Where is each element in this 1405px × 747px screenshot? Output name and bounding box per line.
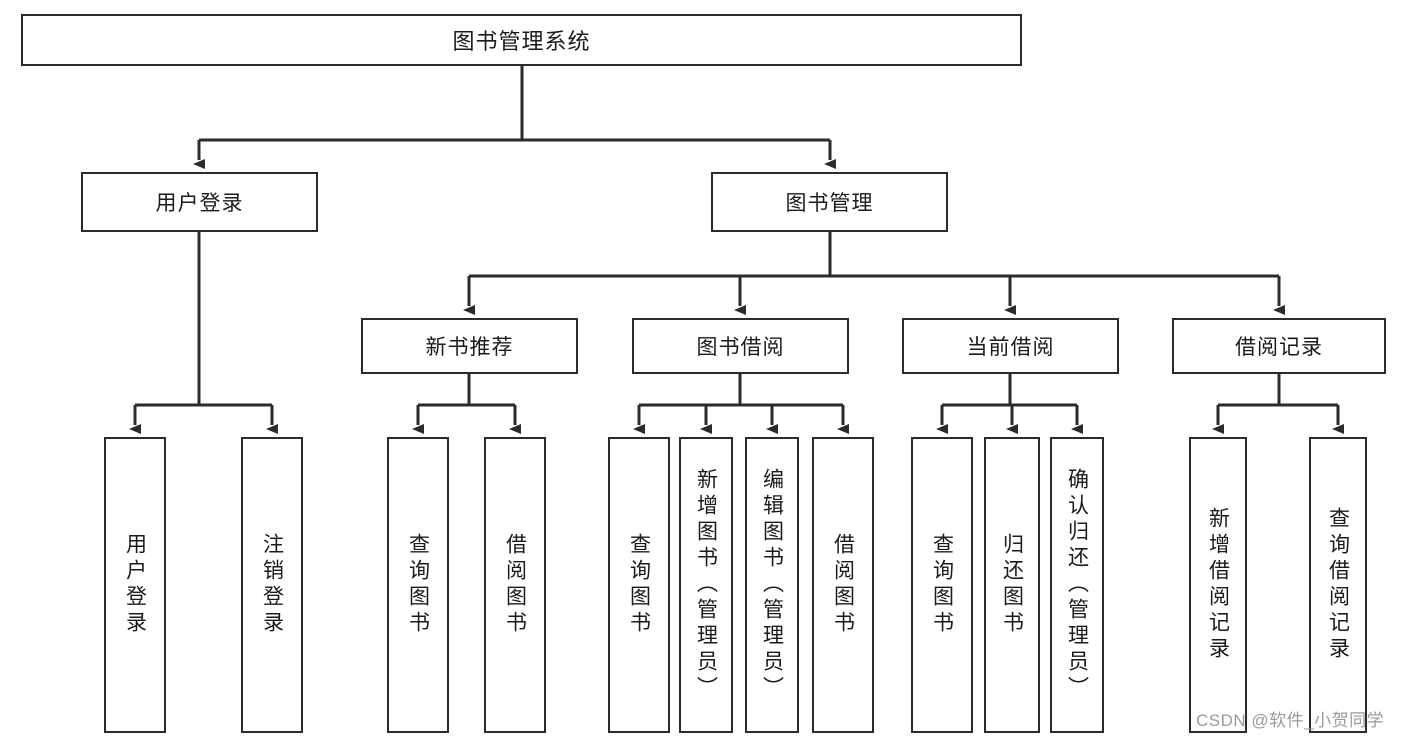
node-leaf-user-login[interactable]: 用户登录 xyxy=(104,437,166,733)
node-new-book-recommend-label: 新书推荐 xyxy=(425,336,514,359)
watermark: CSDN @软件_小贺同学 xyxy=(1196,711,1385,730)
node-leaf-query-borrow-record[interactable]: 查询借阅记录 xyxy=(1309,437,1367,733)
node-book-management[interactable]: 图书管理 xyxy=(711,172,948,232)
node-borrow-record-label: 借阅记录 xyxy=(1235,336,1323,359)
node-leaf-query-borrow-record-label: 查询借阅记录 xyxy=(1326,507,1350,663)
node-leaf-query-book-current[interactable]: 查询图书 xyxy=(911,437,973,733)
node-leaf-query-book-borrow[interactable]: 查询图书 xyxy=(608,437,670,733)
node-book-borrow-label: 图书借阅 xyxy=(696,336,785,359)
node-leaf-user-login-label: 用户登录 xyxy=(123,533,147,637)
node-user-login-label: 用户登录 xyxy=(155,192,244,215)
node-root[interactable]: 图书管理系统 xyxy=(21,14,1022,66)
node-leaf-add-borrow-record-label: 新增借阅记录 xyxy=(1206,507,1230,663)
node-leaf-add-borrow-record[interactable]: 新增借阅记录 xyxy=(1189,437,1247,733)
node-leaf-confirm-return-admin[interactable]: 确认归还（管理员） xyxy=(1050,437,1104,733)
node-leaf-borrow-book[interactable]: 借阅图书 xyxy=(812,437,874,733)
node-leaf-query-book-borrow-label: 查询图书 xyxy=(627,533,651,637)
node-leaf-confirm-return-admin-label: 确认归还（管理员） xyxy=(1065,468,1089,702)
node-current-borrow-label: 当前借阅 xyxy=(966,336,1055,359)
node-new-book-recommend[interactable]: 新书推荐 xyxy=(361,318,578,374)
node-leaf-return-book-label: 归还图书 xyxy=(1000,533,1024,637)
node-book-management-label: 图书管理 xyxy=(785,192,874,215)
node-leaf-logout-login[interactable]: 注销登录 xyxy=(241,437,303,733)
node-leaf-logout-login-label: 注销登录 xyxy=(260,533,284,637)
node-leaf-edit-book-admin-label: 编辑图书（管理员） xyxy=(760,468,784,702)
node-root-label: 图书管理系统 xyxy=(452,29,591,54)
node-borrow-record[interactable]: 借阅记录 xyxy=(1172,318,1386,374)
node-leaf-return-book[interactable]: 归还图书 xyxy=(984,437,1040,733)
node-leaf-add-book-admin-label: 新增图书（管理员） xyxy=(694,468,718,702)
node-leaf-query-book-current-label: 查询图书 xyxy=(930,533,954,637)
node-current-borrow[interactable]: 当前借阅 xyxy=(902,318,1119,374)
node-leaf-borrow-book-label: 借阅图书 xyxy=(831,533,855,637)
node-leaf-query-book-rec-label: 查询图书 xyxy=(406,533,430,637)
node-leaf-borrow-book-rec[interactable]: 借阅图书 xyxy=(484,437,546,733)
node-leaf-borrow-book-rec-label: 借阅图书 xyxy=(503,533,527,637)
node-user-login[interactable]: 用户登录 xyxy=(81,172,318,232)
node-leaf-query-book-rec[interactable]: 查询图书 xyxy=(387,437,449,733)
node-book-borrow[interactable]: 图书借阅 xyxy=(632,318,849,374)
node-leaf-add-book-admin[interactable]: 新增图书（管理员） xyxy=(679,437,733,733)
node-leaf-edit-book-admin[interactable]: 编辑图书（管理员） xyxy=(745,437,799,733)
